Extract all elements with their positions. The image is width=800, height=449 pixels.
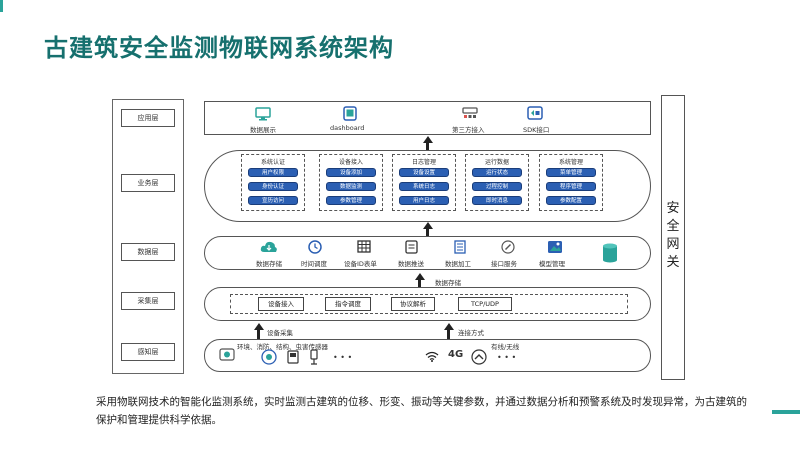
deco-bar-left <box>0 0 3 12</box>
business-function-pill: 运行状态 <box>472 168 522 177</box>
perception-panel: 环境、消防、结构、虫害传感器 • • • 4G • • • 有线/无线 <box>204 339 651 372</box>
business-function-pill: 身份认证 <box>248 182 298 191</box>
business-function-pill: 设备设置 <box>399 168 449 177</box>
acq-box-device-access: 设备接入 <box>258 297 304 311</box>
data-item-label: 时间调度 <box>301 260 327 268</box>
layer-label-data: 数据层 <box>121 243 175 261</box>
cable-icon <box>471 349 487 365</box>
arrow-label-connection-mode: 连接方式 <box>458 329 484 337</box>
database-icon <box>603 243 617 263</box>
connection-label: 有线/无线 <box>491 343 520 351</box>
business-function-pill: 即时消息 <box>472 196 522 205</box>
arrow-label-device-collect: 设备采集 <box>267 329 293 337</box>
clock-icon <box>308 240 322 254</box>
data-item-label: 模型管理 <box>539 260 565 268</box>
business-module: 系统管理菜单管理程序管理参数配置 <box>539 154 603 211</box>
meter-icon <box>287 350 299 364</box>
business-module: 日志管理设备设置系统日志用户日志 <box>392 154 456 211</box>
ellipsis: • • • <box>497 353 517 362</box>
arrow-head <box>423 136 433 143</box>
security-gateway: 安全网关 <box>661 95 685 380</box>
arrow-shaft <box>426 142 429 150</box>
grid-table-icon <box>357 240 371 253</box>
arrow-head <box>254 323 264 330</box>
api-icon <box>527 106 543 120</box>
acq-box-command-dispatch: 指令调度 <box>325 297 371 311</box>
arrow-shaft <box>426 228 429 236</box>
camera-sensor-icon <box>219 348 235 361</box>
image-icon <box>548 241 562 253</box>
business-function-pill: 用户权限 <box>248 168 298 177</box>
business-function-pill: 参数管理 <box>326 196 376 205</box>
data-item-label: 数据推送 <box>398 260 424 268</box>
business-function-pill: 菜单管理 <box>546 168 596 177</box>
business-function-pill: 用户日志 <box>399 196 449 205</box>
layer-label-acquisition: 采集层 <box>121 292 175 310</box>
sensor-label: 环境、消防、结构、虫害传感器 <box>237 343 328 351</box>
app-item-label: 第三方接入 <box>452 126 485 134</box>
business-function-pill: 数据监测 <box>326 182 376 191</box>
business-function-pill: 过程控制 <box>472 182 522 191</box>
arrow-head <box>415 273 425 280</box>
business-module-title: 运行数据 <box>484 159 509 166</box>
business-function-pill: 设备添加 <box>326 168 376 177</box>
arrow-shaft <box>257 329 260 339</box>
acq-box-tcp-udp: TCP/UDP <box>458 297 512 311</box>
data-item-label: 接口服务 <box>491 260 517 268</box>
business-module: 系统认证用户权限身份认证宣历访问 <box>241 154 305 211</box>
business-module-title: 日志管理 <box>411 159 436 166</box>
business-function-pill: 程序管理 <box>546 182 596 191</box>
document-icon <box>405 240 418 254</box>
data-item-label: 数据存储 <box>256 260 282 268</box>
arrow-head <box>444 323 454 330</box>
deco-bar-right <box>772 410 800 414</box>
business-function-pill: 参数配置 <box>546 196 596 205</box>
architecture-diagram: 应用层 业务层 数据层 采集层 感知层 数据展示 dashboard 第三方接入… <box>112 95 712 380</box>
top-bar <box>0 0 800 10</box>
layer-label-perception: 感知层 <box>121 343 175 361</box>
layer-label-application: 应用层 <box>121 109 175 127</box>
business-module-title: 设备接入 <box>338 159 363 166</box>
business-module-title: 系统管理 <box>558 159 583 166</box>
app-item-label: 数据展示 <box>250 126 276 134</box>
business-module: 设备接入设备添加数据监测参数管理 <box>319 154 383 211</box>
page-title: 古建筑安全监测物联网系统架构 <box>44 34 394 62</box>
caption-text: 采用物联网技术的智能化监测系统，实时监测古建筑的位移、形变、振动等关键参数，并通… <box>96 396 747 426</box>
arrow-shaft <box>418 279 421 287</box>
wifi-icon <box>425 351 439 362</box>
gateway-label: 安全网关 <box>666 201 680 270</box>
arrow-head <box>423 222 433 229</box>
monitor-icon <box>255 107 271 121</box>
server-icon <box>462 107 478 118</box>
app-item-label: SDK接口 <box>523 126 550 134</box>
layer-label-business: 业务层 <box>121 174 175 192</box>
business-module-title: 系统认证 <box>260 159 285 166</box>
link-icon <box>501 240 515 254</box>
arrow-label-data-storage: 数据存储 <box>435 279 461 287</box>
cloud-icon <box>260 241 277 252</box>
business-function-pill: 系统日志 <box>399 182 449 191</box>
business-module: 运行数据运行状态过程控制即时消息 <box>465 154 529 211</box>
probe-sensor-icon <box>310 349 318 365</box>
tablet-icon <box>343 106 357 121</box>
data-item-label: 数据加工 <box>445 260 471 268</box>
business-function-pill: 宣历访问 <box>248 196 298 205</box>
signal-4g-icon: 4G <box>448 349 464 360</box>
data-panel: 数据存储 时间调度 设备ID表单 数据推送 数据加工 接口服务 <box>204 236 651 270</box>
sensor-device-icon <box>261 349 277 365</box>
arrow-shaft <box>447 329 450 339</box>
application-panel: 数据展示 dashboard 第三方接入 SDK接口 <box>204 101 651 135</box>
app-item-label: dashboard <box>330 124 365 132</box>
layer-column <box>112 99 184 374</box>
acq-box-protocol-parse: 协议解析 <box>391 297 435 311</box>
ellipsis: • • • <box>333 353 353 362</box>
list-icon <box>454 240 466 254</box>
data-item-label: 设备ID表单 <box>344 260 377 268</box>
